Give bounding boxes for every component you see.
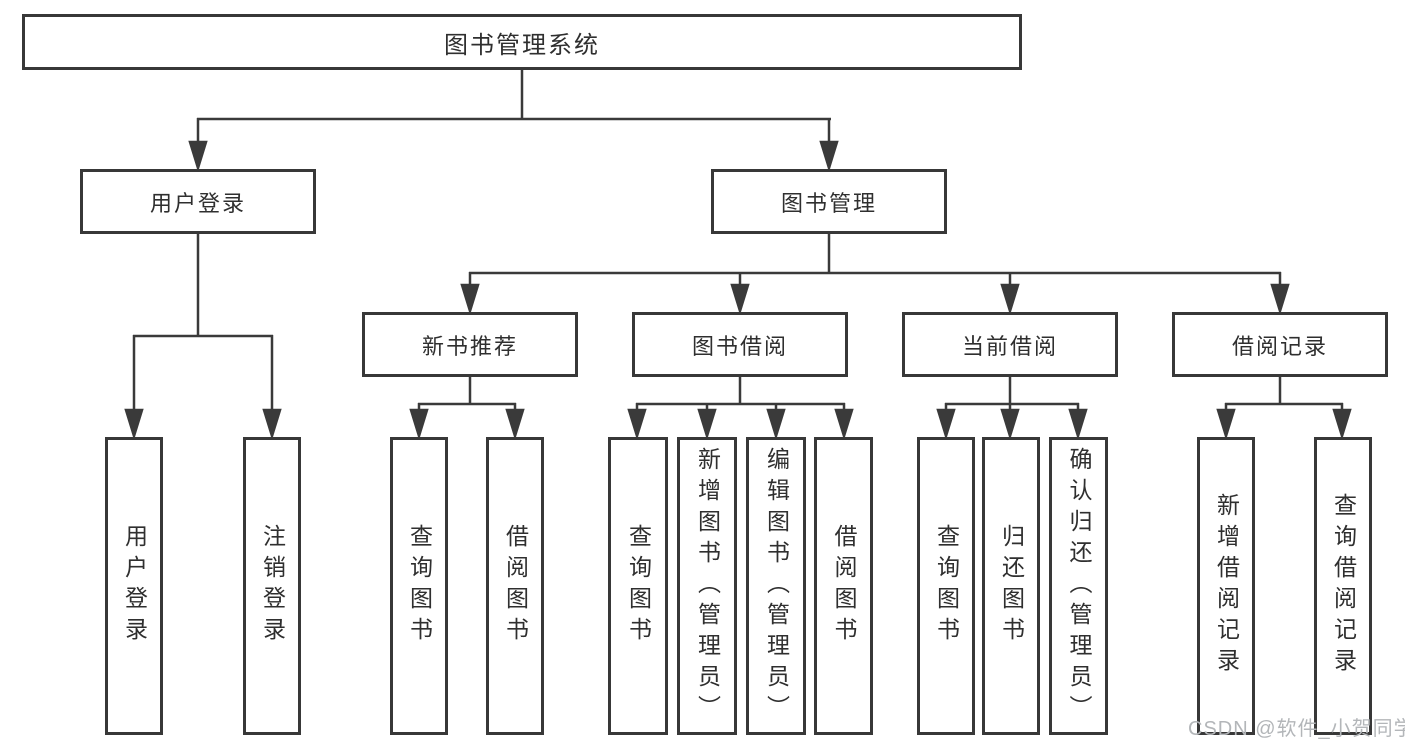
leaf-label: 借阅图书 — [831, 524, 857, 648]
leaf-label: 归还图书 — [998, 524, 1025, 648]
leaf-current-query-book: 查询图书 — [917, 437, 975, 735]
leaf-label: 查询借阅记录 — [1330, 493, 1357, 679]
leaf-label: 注销登录 — [259, 524, 286, 648]
node-user-login: 用户登录 — [80, 169, 316, 234]
leaf-label: 确认归还（管理员） — [1066, 446, 1092, 726]
connector-borrowing-records-split — [1216, 377, 1352, 441]
leaf-current-confirm-return-admin: 确认归还（管理员） — [1049, 437, 1108, 735]
leaf-newrec-borrow-book: 借阅图书 — [486, 437, 544, 735]
connector-user-login-split — [124, 234, 282, 441]
leaf-label: 查询图书 — [406, 524, 433, 648]
leaf-newrec-query-book: 查询图书 — [390, 437, 448, 735]
leaf-logout: 注销登录 — [243, 437, 301, 735]
leaf-user-login: 用户登录 — [105, 437, 163, 735]
node-current-borrowing: 当前借阅 — [902, 312, 1118, 377]
node-borrowing-records: 借阅记录 — [1172, 312, 1388, 377]
leaf-borrowing-query-book: 查询图书 — [608, 437, 668, 735]
node-book-borrowing: 图书借阅 — [632, 312, 848, 377]
leaf-borrowing-add-book-admin: 新增图书（管理员） — [677, 437, 737, 735]
connector-book-management-split — [460, 234, 1290, 316]
connector-current-borrowing-split — [936, 377, 1088, 441]
leaf-label: 查询图书 — [933, 524, 960, 648]
csdn-watermark: CSDN @软件_小贺同学 — [1188, 718, 1405, 740]
leaf-label: 新增图书（管理员） — [694, 446, 721, 726]
connector-book-borrowing-split — [627, 377, 854, 441]
leaf-borrowing-edit-book-admin: 编辑图书（管理员） — [746, 437, 806, 735]
leaf-record-add-borrow-record: 新增借阅记录 — [1197, 437, 1255, 735]
leaf-label: 新增借阅记录 — [1213, 493, 1240, 679]
connector-root-split — [188, 69, 839, 173]
leaf-label: 借阅图书 — [502, 524, 529, 648]
leaf-label: 编辑图书（管理员） — [763, 446, 790, 726]
leaf-label: 查询图书 — [625, 524, 652, 648]
leaf-borrowing-borrow-book: 借阅图书 — [814, 437, 873, 735]
leaf-record-query-borrow-record: 查询借阅记录 — [1314, 437, 1372, 735]
connector-new-book-split — [409, 377, 525, 441]
node-new-book-recommend: 新书推荐 — [362, 312, 578, 377]
node-root-library-management-system: 图书管理系统 — [22, 14, 1022, 70]
leaf-current-return-book: 归还图书 — [982, 437, 1040, 735]
leaf-label: 用户登录 — [121, 524, 148, 648]
node-book-management: 图书管理 — [711, 169, 947, 234]
